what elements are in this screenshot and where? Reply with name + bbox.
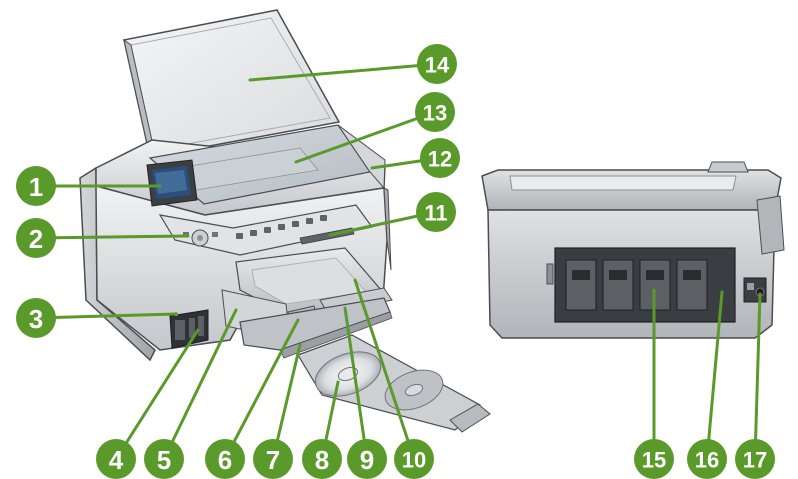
leader-line-2 (34, 234, 190, 240)
callout-4: 4 (96, 439, 136, 479)
callout-label-15: 15 (642, 448, 666, 473)
callout-label-1: 1 (29, 172, 43, 202)
callout-circle-4 (96, 439, 136, 479)
callout-circle-17 (735, 439, 775, 479)
callout-1: 1 (16, 166, 56, 206)
callout-circle-7 (253, 439, 293, 479)
callout-label-11: 11 (424, 201, 447, 226)
callout-circle-6 (205, 439, 245, 479)
leader-line-16 (705, 290, 724, 461)
callout-13: 13 (415, 92, 455, 132)
leader-line-4 (114, 328, 200, 461)
cd-dvd-holder (297, 334, 491, 433)
callout-label-16: 16 (695, 448, 719, 473)
callout-label-4: 4 (109, 445, 124, 475)
callout-label-14: 14 (425, 53, 450, 78)
leader-line-13 (294, 110, 437, 164)
callout-9: 9 (347, 439, 387, 479)
callout-label-3: 3 (29, 304, 43, 334)
callout-label-8: 8 (315, 445, 329, 475)
control-panel (158, 204, 374, 256)
rear-ports (743, 277, 767, 303)
callout-15: 15 (634, 439, 674, 479)
leader-line-9 (343, 306, 369, 461)
callout-7: 7 (253, 439, 293, 479)
callout-label-6: 6 (218, 445, 232, 475)
callout-16: 16 (687, 439, 727, 479)
callout-label-9: 9 (360, 445, 374, 475)
display-screen (146, 159, 198, 207)
callout-circle-10 (394, 439, 434, 479)
callout-circle-2 (16, 218, 56, 258)
callout-5: 5 (144, 439, 184, 479)
callout-label-17: 17 (743, 448, 767, 473)
callout-circle-12 (420, 138, 460, 178)
callout-2: 2 (16, 218, 56, 258)
callout-circle-9 (347, 439, 387, 479)
rear-access-door (554, 247, 736, 323)
callout-10: 10 (394, 439, 434, 479)
callout-3: 3 (16, 298, 56, 338)
leader-line-10 (353, 278, 416, 461)
callout-circle-5 (144, 439, 184, 479)
callout-circle-13 (415, 92, 455, 132)
callout-14: 14 (417, 44, 457, 84)
callout-11: 11 (416, 192, 456, 232)
callout-label-12: 12 (428, 147, 452, 172)
leader-line-6 (223, 318, 300, 461)
callout-label-7: 7 (266, 445, 280, 475)
leader-line-5 (162, 308, 238, 461)
callout-12: 12 (420, 138, 460, 178)
leader-line-3 (34, 312, 178, 320)
callout-circle-11 (416, 192, 456, 232)
memory-card-area (169, 309, 209, 349)
leader-line-14 (248, 62, 439, 82)
leader-lines (34, 62, 762, 461)
callout-circle-14 (417, 44, 457, 84)
callout-circle-15 (634, 439, 674, 479)
callout-label-5: 5 (157, 445, 171, 475)
lid-backing-strip (337, 124, 386, 190)
callout-circle-8 (302, 439, 342, 479)
callout-label-2: 2 (29, 224, 43, 254)
callout-6: 6 (205, 439, 245, 479)
callout-17: 17 (735, 439, 775, 479)
callout-8: 8 (302, 439, 342, 479)
callout-circle-16 (687, 439, 727, 479)
callout-label-13: 13 (423, 101, 447, 126)
leader-line-17 (753, 292, 762, 461)
callout-circle-1 (16, 166, 56, 206)
printer-rear-view (481, 161, 785, 339)
paper-trays (221, 247, 393, 359)
callout-label-10: 10 (402, 448, 426, 473)
callout-circle-3 (16, 298, 56, 338)
